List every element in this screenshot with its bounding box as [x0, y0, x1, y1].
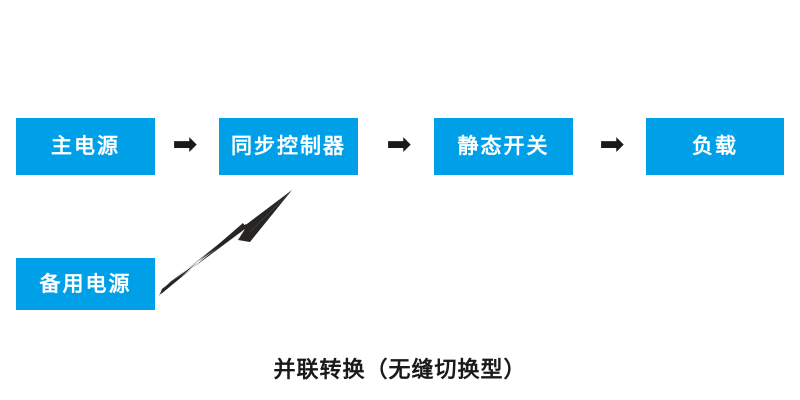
arrow-right-icon-switch-to-load: ➡ — [599, 127, 625, 162]
node-sync-controller: 同步控制器 — [219, 118, 358, 175]
diagram-caption: 并联转换（无缝切换型） — [273, 358, 527, 383]
node-load-label: 负载 — [692, 134, 738, 158]
node-load: 负载 — [646, 118, 784, 175]
node-backup-power: 备用电源 — [16, 258, 155, 310]
node-static-switch: 静态开关 — [434, 118, 573, 175]
node-main-power: 主电源 — [16, 118, 155, 175]
node-main-power-label: 主电源 — [51, 134, 120, 158]
node-static-switch-label: 静态开关 — [457, 134, 550, 158]
diagonal-arrow-icon-backup-to-sync — [159, 190, 292, 296]
arrow-right-icon-sync-to-switch: ➡ — [386, 127, 412, 162]
arrow-right-icon-main-to-sync: ➡ — [172, 127, 198, 162]
node-backup-power-label: 备用电源 — [39, 271, 132, 296]
node-sync-controller-label: 同步控制器 — [231, 134, 346, 158]
